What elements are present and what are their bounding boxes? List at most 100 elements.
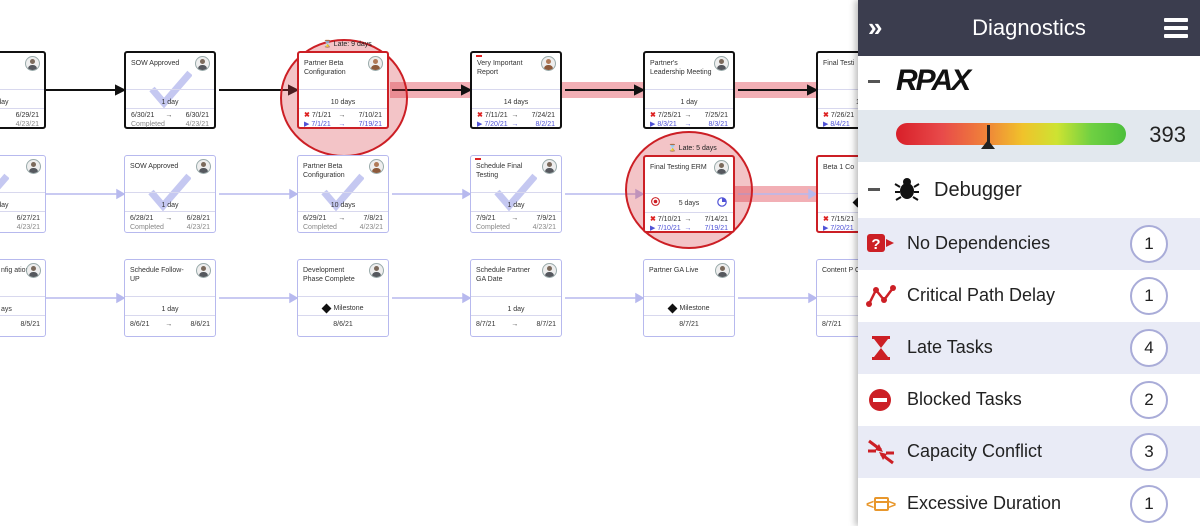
start-date: 6/30/21 [131,112,155,119]
avatar [714,160,729,175]
avatar [542,159,557,174]
count-badge: 1 [1130,485,1168,523]
task-card[interactable]: 1 day 6/27/21 4/23/21 [0,155,46,233]
avatar [541,56,556,71]
milestone-label: Milestone [679,305,710,312]
arrow-icon: → [165,112,173,119]
task-card-late[interactable]: Beta 1 Co ✖ 7/15/21 ▶ 7/20/21 [816,155,860,233]
capacity-conflict-icon [868,439,894,465]
task-card[interactable]: Schedule Follow-UP 1 day 8/6/21 → 8/6/21 [124,259,216,337]
arrow-icon: → [165,321,173,328]
gauge-bar [896,123,1126,145]
panel-header: » Diagnostics [858,0,1200,56]
forecast-end: 8/3/21 [708,121,728,128]
actual-date: 4/23/21 [15,121,39,128]
diagnostic-item-late-tasks[interactable]: Late Tasks 4 [858,322,1200,374]
diagnostic-item-capacity-conflict[interactable]: Capacity Conflict 3 [858,426,1200,478]
diagnostic-item-excessive-duration[interactable]: < > Excessive Duration 1 [858,478,1200,526]
task-name: Schedule Follow-UP [130,267,184,283]
task-duration: 1 day [161,202,179,209]
hourglass-icon: ⌛ [323,41,332,48]
critical-path-icon [866,285,896,307]
task-duration: 1 day [507,306,525,313]
task-card[interactable]: SOW Approved 1 day 6/28/21→6/28/21 Compl… [124,155,216,233]
task-card[interactable]: Content P Creation 8/7/21 [816,259,860,337]
avatar [369,263,384,278]
arrow-icon: → [338,112,346,119]
milestone-card[interactable]: Partner GA Live Milestone 8/7/21 [643,259,735,337]
missed-icon: ✖ [650,216,656,223]
hamburger-menu-icon[interactable] [1164,18,1188,38]
arrow-icon: → [165,215,173,222]
task-card-late[interactable]: Final Testing ERM 5 days ✖ 7/10/21→7/14/… [643,155,735,233]
milestone-icon [321,303,331,314]
task-card[interactable]: Schedule Final Testing 1 day 7/9/21→7/9/… [470,155,562,233]
task-card[interactable]: SOW Approved 1 day 6/30/21→6/30/21 Compl… [124,51,216,129]
completed-check-icon [494,173,537,212]
debugger-header[interactable] [858,162,1200,218]
collapse-icon[interactable] [868,188,880,191]
count-badge: 3 [1130,433,1168,471]
task-duration: 1 day [161,306,179,313]
task-duration: 1 day [161,99,179,106]
excessive-duration-icon: < > [866,496,896,512]
task-duration: 1 day [0,202,9,209]
start-date: 7/15/21 [830,216,855,223]
end-date: 6/27/21 [16,215,40,222]
double-chevron-right-icon[interactable]: » [868,12,883,42]
completed-check-icon [321,173,364,212]
avatar [195,56,210,71]
task-card[interactable]: 1 day 6/29/21 4/23/21 [0,51,46,129]
end-date: 7/9/21 [536,215,556,222]
svg-text:?: ? [871,236,880,253]
arrow-icon: → [511,121,519,128]
milestone-card[interactable]: Development Phase Complete Milestone 8/6… [297,259,389,337]
task-card-late[interactable]: Partner Beta Configuration 10 days ✖ 7/1… [297,51,389,129]
start-date: 7/1/21 [311,112,332,119]
missed-icon: ✖ [823,216,829,223]
actual-date: 4/23/21 [16,224,40,231]
task-card[interactable]: Final Testi 1 ✖ 7/26/21 ▶ 8/4/21 [816,51,860,129]
item-label: Late Tasks [907,337,993,357]
task-name: Partner Beta Configuration [304,60,346,76]
start-date: 8/7/21 [476,321,496,328]
milestone-label: Milestone [333,305,364,312]
flag-icon [476,55,482,57]
task-duration: 14 days [503,99,529,106]
task-name: Content P Creation [822,267,860,274]
arrow-icon: → [684,225,692,232]
task-duration: 1 [856,98,860,107]
task-name: nfig ation [1,267,30,274]
bug-icon [894,178,920,201]
avatar [196,263,211,278]
task-card[interactable]: Very Important Report 14 days ✖ 7/11/21→… [470,51,562,129]
diagnostic-item-blocked-tasks[interactable]: Blocked Tasks 2 [858,374,1200,426]
avatar [368,56,383,71]
start-date: 8/6/21 [130,321,150,328]
collapse-icon[interactable] [868,80,880,83]
missed-icon: ✖ [477,112,483,119]
task-card[interactable]: Partner's Leadership Meeting 1 day ✖ 7/2… [643,51,735,129]
milestone-date: 8/6/21 [333,321,353,328]
count-badge: 2 [1130,381,1168,419]
task-card[interactable]: Partner Beta Configuration 10 days 6/29/… [297,155,389,233]
actual-date: 4/23/21 [186,224,210,231]
forecast-start: 7/1/21 [311,121,331,128]
diagnostic-item-no-dependencies[interactable]: ? No Dependencies 1 [858,218,1200,270]
item-label: Capacity Conflict [907,441,1043,461]
actual-date: 4/23/21 [359,224,383,231]
hourglass-icon [872,336,890,360]
diagnostic-item-critical-path-delay[interactable]: Critical Path Delay 1 [858,270,1200,322]
start-date: 7/10/21 [657,216,682,223]
completed-check-icon [148,173,191,212]
task-card[interactable]: nfig ation ays 8/5/21 [0,259,46,337]
schedule-canvas[interactable]: ⌛ Late: 9 days ⌛ Late: 5 days 1 day 6/29… [0,0,860,526]
item-label: Excessive Duration [907,493,1062,513]
task-card[interactable]: Schedule Partner GA Date 1 day 8/7/21→8/… [470,259,562,337]
end-date: 7/24/21 [531,112,555,119]
end-date: 8/6/21 [190,321,210,328]
avatar [25,56,40,71]
rpax-section: RPAX [858,56,1200,110]
arrow-icon: → [511,215,519,222]
end-date: 7/25/21 [704,112,728,119]
